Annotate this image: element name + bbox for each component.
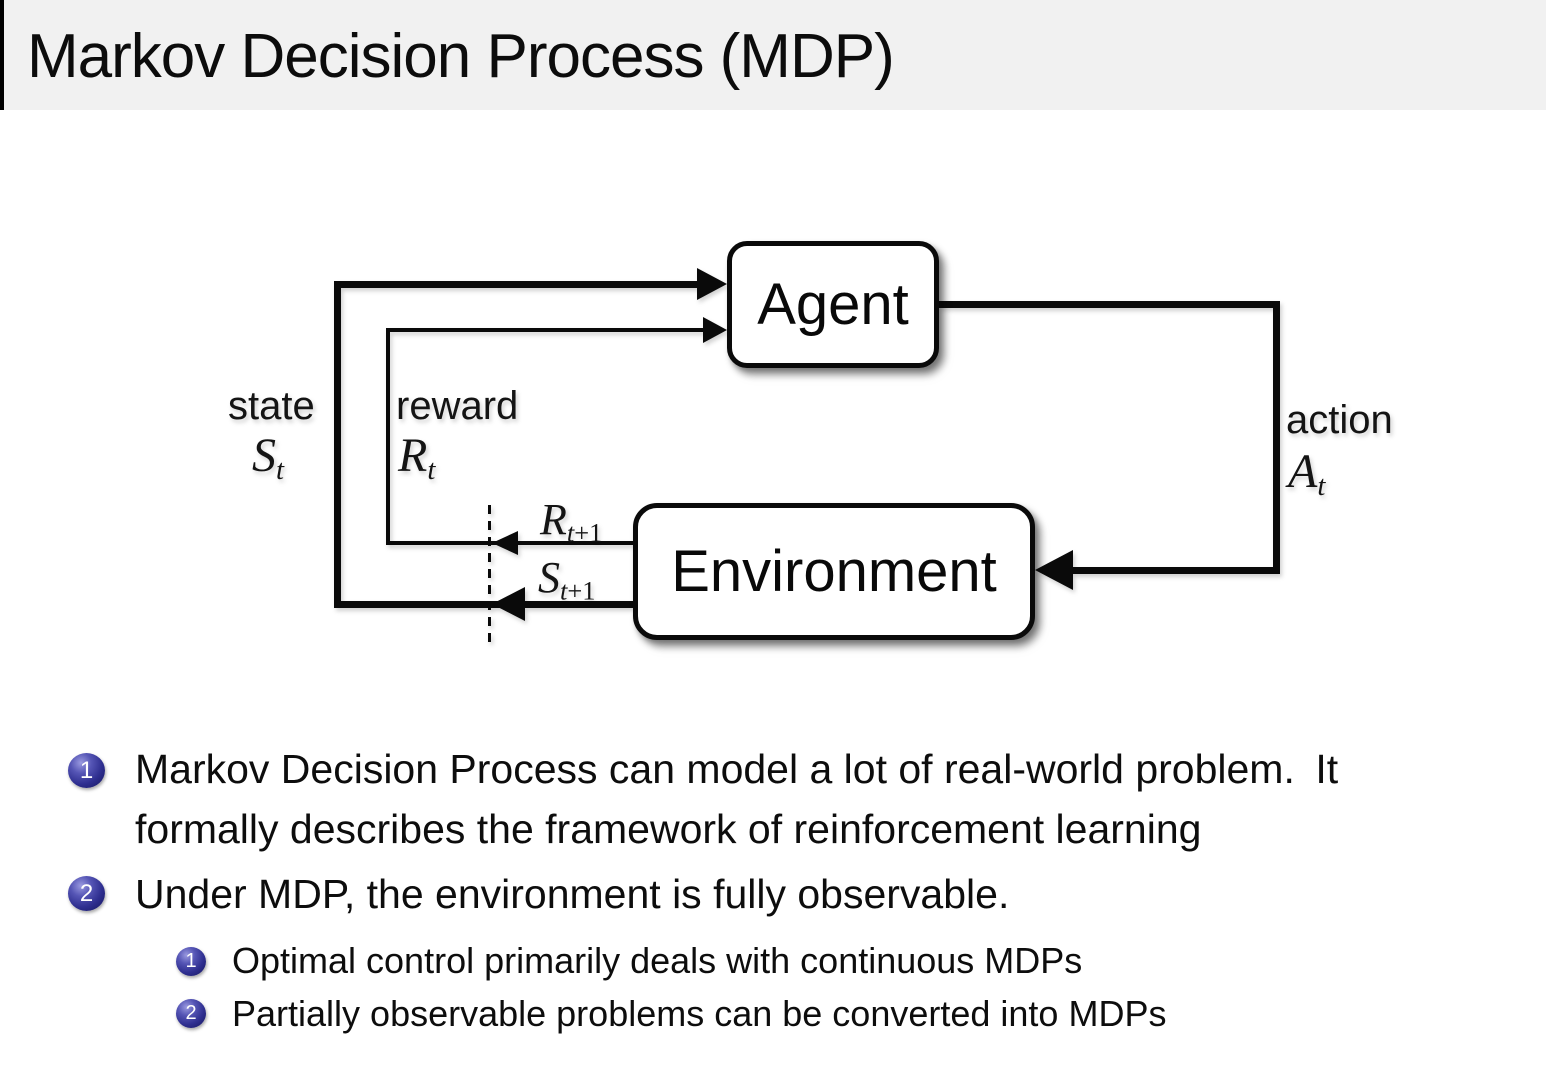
bullet-2-badge: 2: [68, 876, 105, 911]
bullet-2-text: Under MDP, the environment is fully obse…: [135, 871, 1010, 917]
reward-to-agent-arrowhead-icon: [703, 317, 727, 343]
timestep-boundary-dashed-line: [488, 505, 491, 643]
environment-node-label: Environment: [671, 539, 997, 604]
bullet-1-line-2: formally describes the framework of rein…: [135, 806, 1202, 852]
reward-next-symbol: Rt+1: [540, 495, 603, 548]
state-label: state: [228, 384, 315, 428]
bullet-2-number: 2: [79, 879, 94, 907]
header-left-edge: [0, 0, 4, 110]
action-symbol: At: [1288, 445, 1326, 503]
reward-next-arrowhead-icon: [492, 531, 518, 555]
reward-label: reward: [396, 384, 519, 428]
sub-bullet-2-number: 2: [185, 1002, 197, 1024]
mdp-agent-environment-diagram: Agent Environment state St reward Rt Rt+…: [228, 241, 1393, 643]
reward-loop-top-line: [386, 328, 706, 332]
action-loop-bottom-line: [1071, 567, 1280, 574]
bullet-1-number: 1: [79, 756, 94, 784]
bullet-1-line-1: Markov Decision Process can model a lot …: [135, 746, 1339, 792]
sub-bullet-2-badge: 2: [176, 999, 206, 1028]
agent-node: Agent: [727, 241, 939, 368]
state-next-arrowhead-icon: [492, 587, 525, 621]
state-next-symbol: St+1: [538, 553, 596, 606]
state-loop-left-line: [334, 281, 341, 608]
action-loop-top-line: [936, 301, 1280, 308]
reward-loop-left-line: [386, 328, 390, 545]
agent-node-label: Agent: [757, 272, 909, 337]
sub-bullet-2-text: Partially observable problems can be con…: [232, 993, 1167, 1034]
slide-header: Markov Decision Process (MDP): [0, 0, 1546, 110]
action-label: action: [1286, 398, 1393, 442]
action-loop-right-line: [1273, 301, 1280, 574]
sub-bullet-1-badge: 1: [176, 947, 206, 976]
sub-bullet-1-text: Optimal control primarily deals with con…: [232, 940, 1083, 981]
state-loop-top-line: [337, 281, 700, 288]
state-symbol: St: [252, 429, 285, 487]
page-title: Markov Decision Process (MDP): [27, 22, 895, 91]
sub-bullet-1-number: 1: [185, 950, 197, 972]
environment-node: Environment: [633, 503, 1035, 640]
bullet-1-badge: 1: [68, 753, 105, 788]
state-loop-bottom-line: [334, 601, 634, 608]
action-to-environment-arrowhead-icon: [1035, 550, 1073, 590]
state-to-agent-arrowhead-icon: [697, 268, 727, 300]
reward-symbol: Rt: [398, 429, 436, 487]
